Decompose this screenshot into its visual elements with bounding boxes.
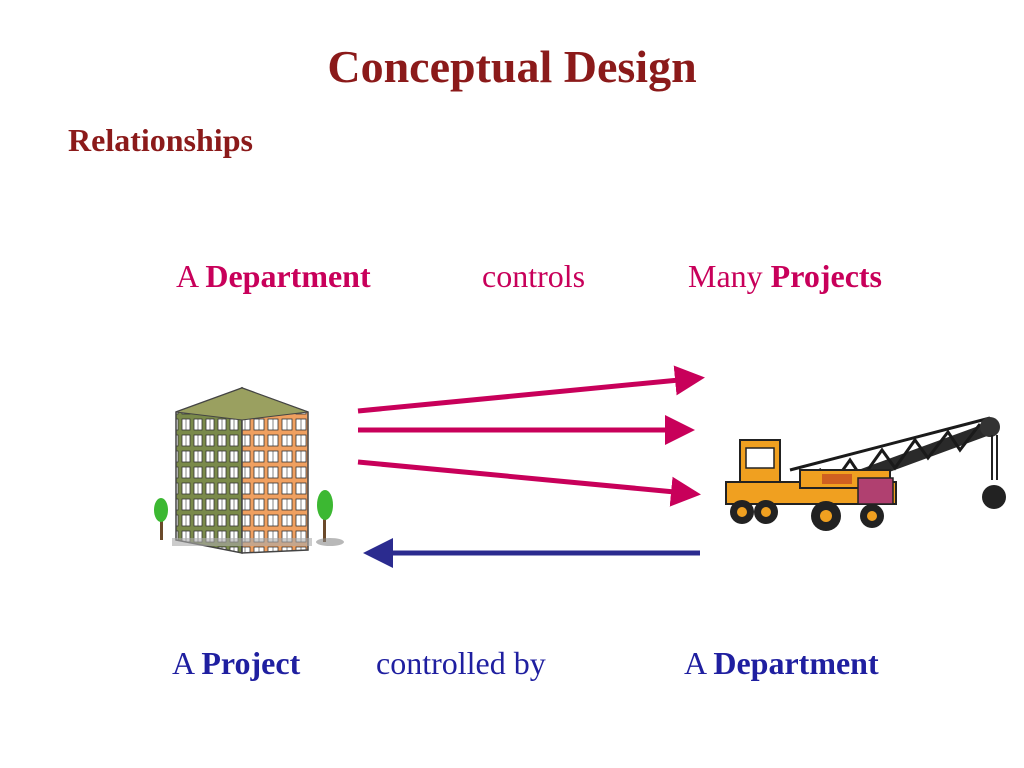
top-subject-phrase: A Department [176,258,371,295]
office-building-icon [154,386,344,554]
top-verb: controls [482,258,586,294]
top-article: A [176,258,198,294]
section-subtitle: Relationships [68,122,253,158]
forward-arrow-3 [357,459,701,507]
bottom-verb: controlled by [376,645,546,681]
bottom-object: Department [713,645,879,681]
top-quantifier: Many [688,258,763,294]
page-title: Conceptual Design [327,41,697,92]
top-object: Projects [770,258,882,294]
bottom-object-phrase: A Department [684,645,879,682]
bottom-article-2: A [684,645,706,681]
bottom-article: A [172,645,194,681]
forward-arrow-1 [357,365,705,414]
bottom-subject-phrase: A Project [172,645,300,682]
bottom-subject: Project [201,645,301,681]
crane-truck-icon [725,416,1006,531]
top-subject: Department [205,258,371,294]
top-object-phrase: Many Projects [688,258,882,295]
